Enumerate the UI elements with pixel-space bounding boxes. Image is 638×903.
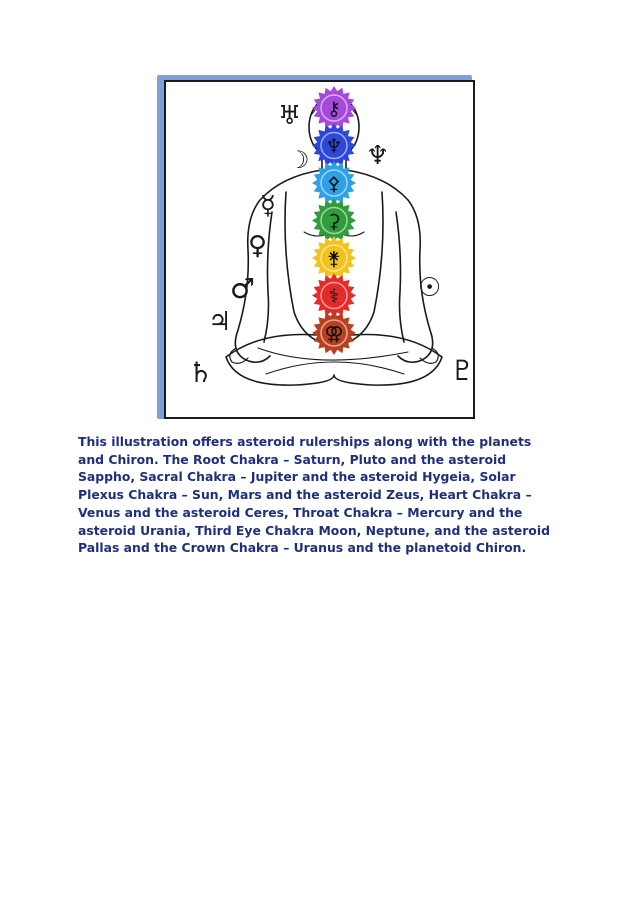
jupiter-symbol-icon: ♃: [208, 307, 231, 337]
chakra-wheel-crown: ⚷: [312, 86, 356, 130]
chakra-wheel-third-eye: ♆: [312, 124, 356, 168]
chakra-wheel-solar-plexus: ⚵: [312, 236, 356, 280]
chakra-wheel-throat: ⚴: [312, 161, 356, 205]
chakra-illustration: ⚷ ♆ ⚴ ⚳ ⚵ ⚕ ⚢ ♅ ☽ ♆ ☿ ♀ ♂ ☉ ♃ ♄ ♇: [164, 80, 475, 419]
chakra-symbol-icon: ⚳: [327, 211, 341, 233]
chakra-symbol-icon: ⚢: [324, 323, 343, 345]
venus-symbol-icon: ♀: [248, 231, 267, 261]
chakra-symbol-icon: ⚕: [329, 286, 339, 308]
pluto-symbol-icon: ♇: [450, 354, 473, 387]
saturn-symbol-icon: ♄: [188, 356, 213, 389]
chakra-symbol-icon: ♆: [325, 136, 342, 158]
chakra-column: ⚷ ♆ ⚴ ⚳ ⚵ ⚕ ⚢: [312, 86, 356, 355]
sun-symbol-icon: ☉: [418, 273, 441, 303]
chakra-wheel-heart: ⚳: [312, 199, 356, 243]
uranus-symbol-icon: ♅: [278, 101, 301, 131]
moon-symbol-icon: ☽: [288, 146, 310, 174]
chakra-wheel-root: ⚢: [312, 311, 356, 355]
illustration-caption: This illustration offers asteroid rulers…: [78, 433, 558, 557]
chakra-symbol-icon: ⚷: [327, 98, 341, 120]
chakra-figure-svg: ⚷ ♆ ⚴ ⚳ ⚵ ⚕ ⚢ ♅ ☽ ♆ ☿ ♀ ♂ ☉ ♃ ♄ ♇: [166, 82, 473, 417]
mars-symbol-icon: ♂: [230, 272, 255, 305]
chakra-wheel-sacral: ⚕: [312, 274, 356, 318]
neptune-symbol-icon: ♆: [366, 141, 389, 171]
chakra-symbol-icon: ⚵: [327, 248, 341, 270]
mercury-symbol-icon: ☿: [260, 191, 276, 221]
chakra-symbol-icon: ⚴: [327, 173, 341, 195]
